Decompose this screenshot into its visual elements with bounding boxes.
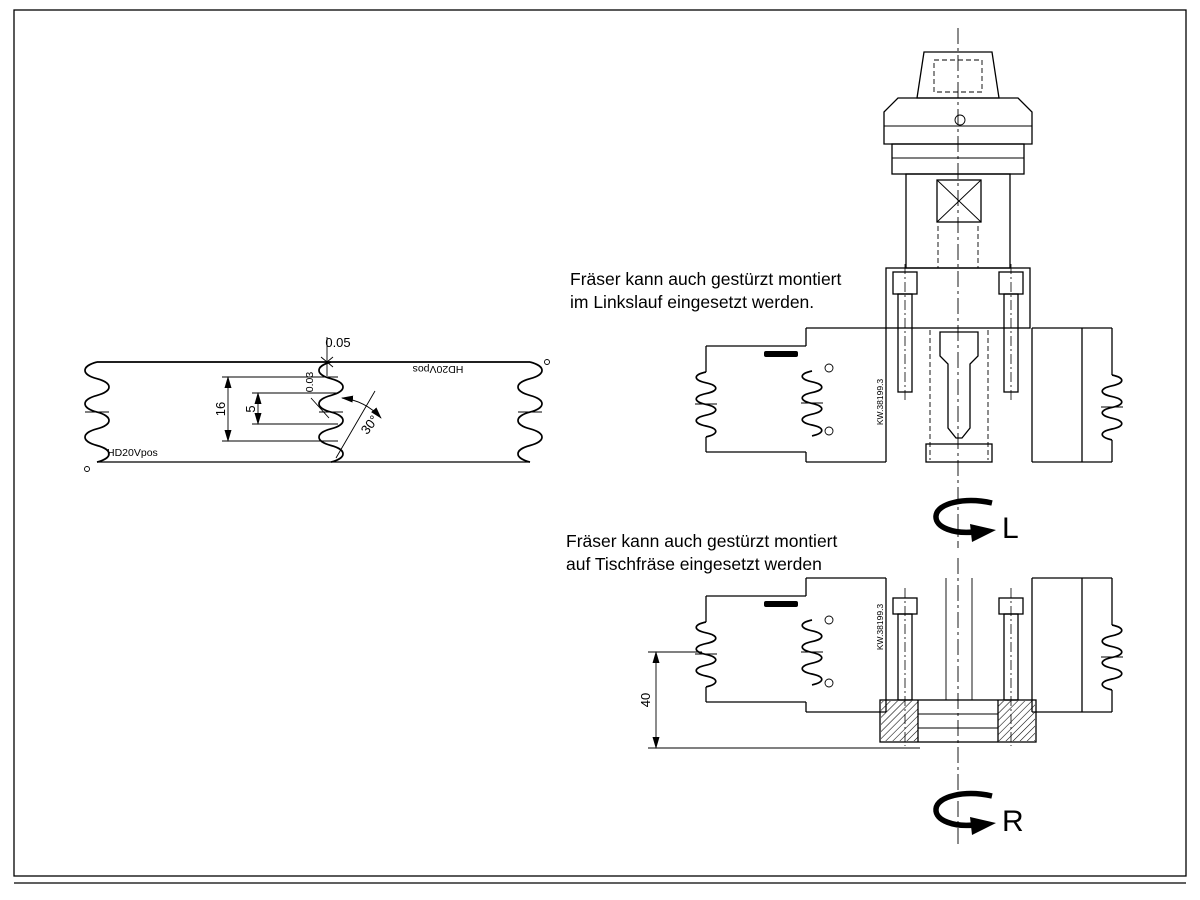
dim-16: 16 [213,376,338,442]
note-tischfraese-line2: auf Tischfräse eingesetzt werden [566,554,822,574]
bottom-assembly-view: KW.38199.3 40 R [638,558,1123,845]
part-number-top: KW.38199.3 [875,379,885,426]
note-tischfraese-line1: Fräser kann auch gestürzt montiert [566,531,838,551]
rotation-label-left: L [1002,512,1019,545]
rotation-label-right: R [1002,805,1024,838]
part-number-bottom: KW.38199.3 [875,604,885,651]
clamp-nut-bar [879,699,1037,743]
dim-40: 40 [638,651,920,749]
rotation-arrow-right-head [970,817,996,835]
product-label-inverted: HD20Vpos [413,363,464,375]
screw-hole-top [824,363,834,373]
tooth-profile-inner [801,370,823,437]
flange-pin [954,114,966,126]
mounting-block [695,345,806,453]
dim-40-value: 40 [638,693,653,707]
tooth-profile-block [695,371,717,438]
mounting-block-bottom [695,595,806,703]
product-label: HD20Vpos [107,447,158,459]
rotation-arrow-left: L [933,497,1019,545]
dim-angle-30: 30° [335,390,382,459]
note-linkslauf-line2: im Linkslauf eingesetzt werden. [570,292,814,312]
clamp-bolt-right [998,264,1024,400]
dim-5: 5 [243,392,338,425]
note-tischfraese: Fräser kann auch gestürzt montiert auf T… [566,531,838,574]
cutter-bottom-assembly: KW.38199.3 [695,577,1123,746]
sheet-frame [13,9,1187,884]
dim-5-value: 5 [243,405,258,412]
nut-hatch-right [998,701,1035,741]
clamp-bolt-left [892,264,918,400]
dim-flatness-value: 0.05 [325,335,350,350]
left-profile-view: 0.05 0.03 16 5 30° HD20Vpos HD [84,335,550,472]
reference-mark-top-right [544,359,550,365]
screw-hole-bottom-2 [824,678,834,688]
drive-square [936,179,982,223]
dim-runout-value: 0.03 [304,372,316,393]
hub [885,328,1033,463]
nut-hatch-left [881,701,918,741]
rotation-arrow-left-head [970,524,996,542]
tooth-profile-right-end [1101,374,1123,441]
rotation-arrow-right-curve [933,790,993,829]
reference-mark-bottom-left [84,466,90,472]
screw-hole-top-2 [824,615,834,625]
clamp-nut [925,443,993,463]
note-linkslauf: Fräser kann auch gestürzt montiert im Li… [570,269,842,312]
toolholder-knob-bore [933,59,983,93]
toolholder-flange [883,97,1033,145]
hub-bottom [879,578,1037,746]
dim-flatness: 0.05 [320,335,351,376]
cutter-top-assembly: KW.38199.3 [695,327,1123,463]
dim-angle-value: 30° [358,412,382,437]
dim-16-value: 16 [213,402,228,416]
note-linkslauf-line1: Fräser kann auch gestürzt montiert [570,269,842,289]
cutter-profile-outline [84,359,550,472]
clamp-flange [885,267,1031,329]
brand-mark [764,351,798,357]
brand-mark-bottom [764,601,798,607]
arbor-bore [939,331,979,439]
screw-hole-bottom [824,426,834,436]
rotation-arrow-right: R [933,790,1024,838]
rotation-arrow-left-curve [933,497,993,536]
top-assembly-view: KW.38199.3 L [695,28,1123,548]
toolholder [883,51,1033,400]
